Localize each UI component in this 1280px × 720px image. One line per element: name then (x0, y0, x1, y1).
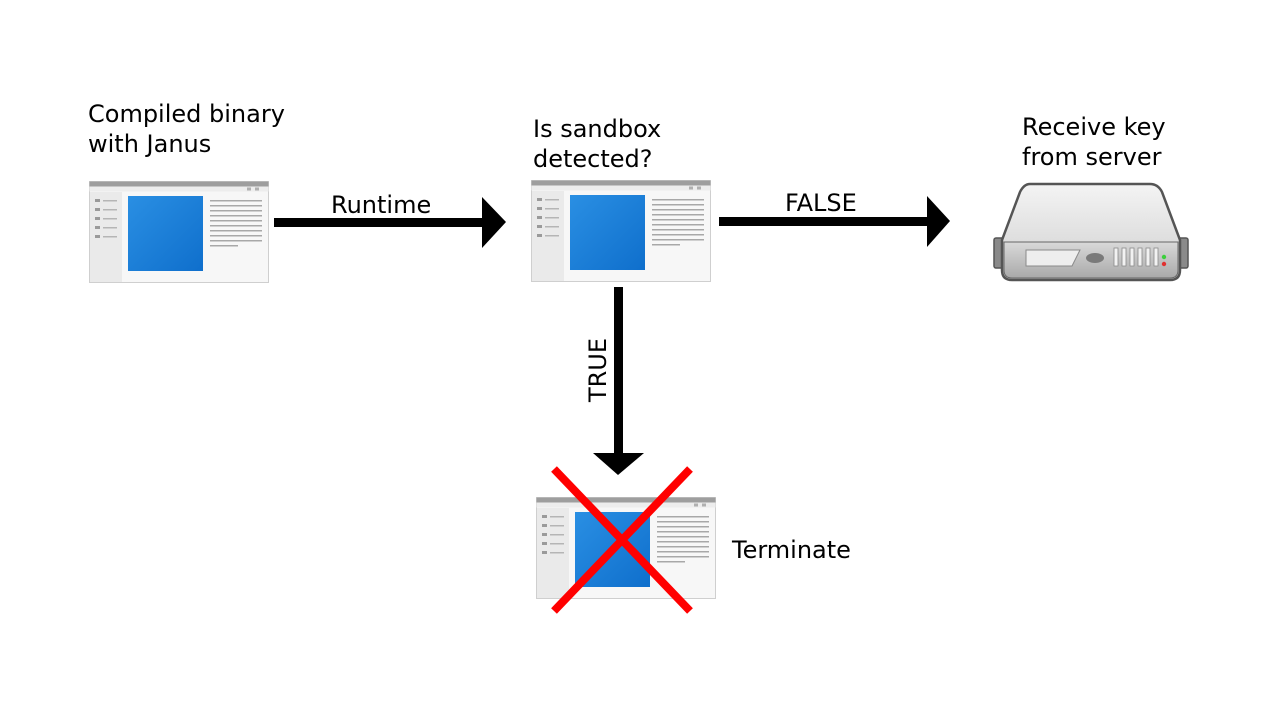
node-label-binary: Compiled binary with Janus (88, 100, 285, 158)
arrow-true (593, 287, 644, 475)
arrow-runtime (274, 197, 506, 248)
node-label-server: Receive key from server (1022, 113, 1166, 171)
edge-label-runtime: Runtime (331, 191, 432, 219)
node-label-terminate: Terminate (732, 536, 851, 564)
node-label-check: Is sandbox detected? (533, 115, 662, 173)
arrow-false (719, 196, 950, 247)
edge-label-false: FALSE (785, 189, 857, 217)
server-icon (993, 182, 1189, 282)
edge-label-true: TRUE (584, 337, 612, 403)
red-cross-icon (551, 466, 693, 614)
